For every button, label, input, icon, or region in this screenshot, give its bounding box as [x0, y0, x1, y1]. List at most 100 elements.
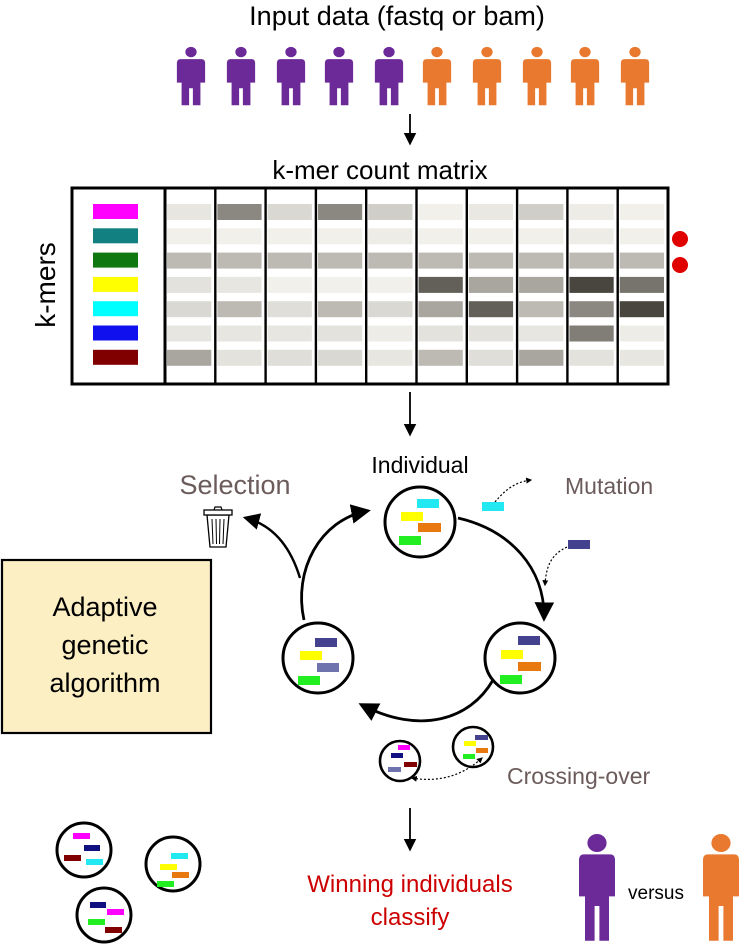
matrix-cell — [167, 325, 212, 342]
matrix-cell — [519, 325, 564, 342]
matrix-cell — [418, 325, 463, 342]
kmer-legend — [93, 204, 138, 365]
matrix-cell — [368, 252, 413, 269]
cycle-arrow-to-individual — [300, 504, 371, 621]
kmer-color-swatch — [93, 204, 138, 219]
crossover-individual-left — [378, 739, 422, 783]
matrix-cell — [217, 252, 262, 269]
matrix-cell — [519, 228, 564, 245]
matrix-cell — [368, 204, 413, 220]
gene-piece — [172, 872, 189, 878]
gene-piece — [105, 927, 122, 933]
kmer-color-swatch — [93, 252, 138, 268]
matrix-cell — [619, 349, 664, 366]
winning-individual — [75, 886, 133, 944]
person-icon-orange — [620, 46, 650, 106]
person-icon-orange — [570, 46, 600, 106]
matrix-cell — [519, 349, 564, 366]
gene-piece — [518, 636, 540, 645]
matrix-cell — [368, 276, 413, 293]
matrix-column-dividers — [163, 189, 619, 383]
cycle-arrow-to-bottom — [358, 679, 495, 723]
individual-circle — [451, 725, 495, 769]
gene-piece — [84, 845, 100, 851]
gene-piece — [391, 753, 403, 758]
individual-circle — [383, 485, 457, 559]
gene-piece — [463, 754, 475, 759]
matrix-cells — [167, 204, 664, 366]
matrix-cell — [167, 301, 212, 318]
gene-piece — [404, 762, 417, 767]
kmer-color-swatch — [93, 301, 138, 317]
matrix-cell — [217, 228, 262, 245]
matrix-cell — [569, 204, 614, 220]
gene-piece — [388, 767, 401, 772]
matrix-cell — [368, 325, 413, 342]
matrix-cell — [217, 276, 262, 293]
kmer-color-swatch — [93, 349, 138, 365]
matrix-cell — [569, 301, 614, 318]
person-icon-orange-large — [703, 834, 739, 941]
gene-piece — [107, 909, 124, 915]
gene-piece — [86, 859, 103, 865]
mutating-gene-piece — [568, 540, 590, 549]
matrix-cell — [317, 325, 363, 342]
gene-piece — [518, 662, 541, 671]
kmer-count-matrix — [70, 186, 670, 386]
person-icon-purple — [276, 46, 306, 106]
matrix-cell — [167, 252, 212, 269]
matrix-cell — [468, 228, 514, 245]
matrix-cell — [368, 228, 413, 245]
matrix-cell — [368, 301, 413, 318]
crossover-individual-right — [451, 725, 495, 769]
trash-icon — [203, 506, 233, 548]
matrix-cell — [619, 228, 664, 245]
matrix-cell — [167, 276, 212, 293]
gene-piece — [317, 663, 339, 672]
matrix-cell — [569, 349, 614, 366]
gene-piece — [315, 638, 337, 647]
person-icon-orange — [522, 46, 552, 106]
selected-kmer-marker — [672, 257, 688, 273]
algorithm-box-frame — [0, 558, 213, 735]
gene-piece — [300, 651, 322, 660]
algorithm-box-line-1: Adaptive — [52, 592, 157, 622]
matrix-cell — [267, 349, 312, 366]
crossing-over-label: Crossing-over — [507, 763, 650, 789]
gene-piece — [464, 741, 476, 746]
matrix-cell — [619, 325, 664, 342]
individual-top — [383, 485, 457, 559]
gene-piece — [398, 745, 410, 750]
matrix-cell — [418, 252, 463, 269]
matrix-cell — [167, 204, 212, 220]
matrix-cell — [267, 325, 312, 342]
matrix-cell — [217, 204, 262, 220]
person-icon-purple — [226, 46, 256, 106]
mutation-label: Mutation — [565, 473, 653, 499]
kmer-color-swatch — [93, 325, 138, 341]
matrix-cell — [267, 204, 312, 220]
matrix-cell — [217, 325, 262, 342]
person-icon-purple — [324, 46, 354, 106]
matrix-cell — [267, 252, 312, 269]
algorithm-box-line-2: genetic — [61, 630, 148, 660]
matrix-cell — [468, 204, 514, 220]
matrix-cell — [418, 301, 463, 318]
matrix-cell — [317, 228, 363, 245]
individual-right — [483, 621, 557, 695]
matrix-title: k-mer count matrix — [272, 155, 487, 185]
gene-piece — [418, 523, 441, 532]
matrix-cell — [468, 276, 514, 293]
selection-label: Selection — [179, 470, 290, 500]
matrix-cell — [167, 349, 212, 366]
matrix-cell — [519, 252, 564, 269]
gene-piece — [88, 919, 105, 925]
matrix-cell — [267, 228, 312, 245]
winners-label-line-2: classify — [371, 904, 450, 931]
input-population — [176, 46, 650, 106]
person-icon-orange — [422, 46, 452, 106]
matrix-cell — [619, 276, 664, 293]
matrix-cell — [468, 301, 514, 318]
person-icon-purple-large — [579, 834, 615, 941]
